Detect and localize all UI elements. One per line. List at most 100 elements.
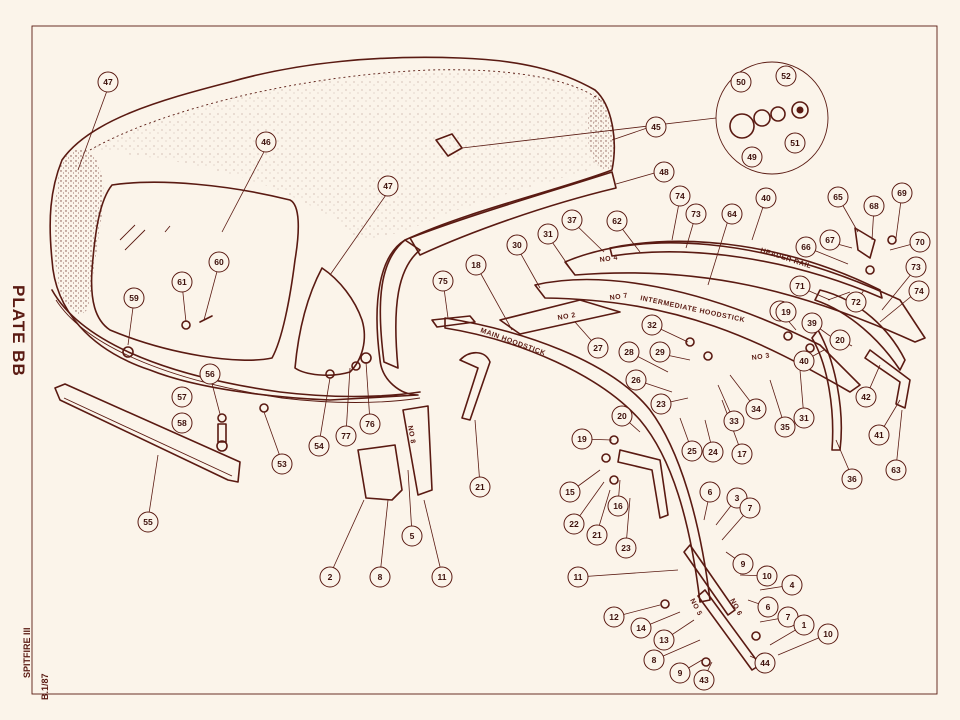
svg-text:5: 5 (410, 531, 415, 541)
svg-text:67: 67 (825, 235, 835, 245)
svg-text:4: 4 (790, 580, 795, 590)
callout: 19 (571, 428, 593, 450)
model-reference: SPITFIRE III (22, 627, 32, 678)
svg-text:7: 7 (786, 612, 791, 622)
callout: 35 (774, 416, 796, 438)
callout: 57 (171, 386, 193, 408)
callout: 20 (611, 405, 633, 427)
svg-text:46: 46 (261, 137, 271, 147)
svg-text:76: 76 (365, 419, 375, 429)
callout: 11 (431, 566, 453, 588)
callout: 75 (432, 270, 454, 292)
svg-text:65: 65 (833, 192, 843, 202)
callout: 41 (868, 424, 890, 446)
callout: 24 (702, 441, 724, 463)
callout: 74 (908, 280, 930, 302)
callout: 18 (465, 254, 487, 276)
callout: 73 (685, 203, 707, 225)
svg-text:47: 47 (103, 77, 113, 87)
callout: 2 (319, 566, 341, 588)
svg-text:69: 69 (897, 188, 907, 198)
callout: 15 (559, 481, 581, 503)
callout: 22 (563, 513, 585, 535)
callout: 29 (649, 341, 671, 363)
callout: 23 (615, 537, 637, 559)
callout: 6 (757, 596, 779, 618)
svg-text:59: 59 (129, 293, 139, 303)
svg-text:30: 30 (512, 240, 522, 250)
svg-text:20: 20 (835, 335, 845, 345)
svg-text:9: 9 (741, 559, 746, 569)
svg-text:66: 66 (801, 242, 811, 252)
callout: 8 (643, 649, 665, 671)
callout: 10 (756, 565, 778, 587)
callout: 47 (97, 71, 119, 93)
svg-text:54: 54 (314, 441, 324, 451)
callout: 8 (369, 566, 391, 588)
svg-text:21: 21 (475, 482, 485, 492)
svg-text:24: 24 (708, 447, 718, 457)
callout: 46 (255, 131, 277, 153)
callout: 10 (817, 623, 839, 645)
callout: 43 (693, 669, 715, 691)
svg-text:10: 10 (762, 571, 772, 581)
callout: 54 (308, 435, 330, 457)
callout: 73 (905, 256, 927, 278)
callout: 44 (754, 652, 776, 674)
svg-text:11: 11 (574, 572, 583, 582)
callout: 50 (730, 71, 752, 93)
callout: 42 (855, 386, 877, 408)
stamp-no2: NO 2 (557, 312, 576, 322)
stamp-no7: NO 7 (609, 292, 628, 301)
svg-text:41: 41 (874, 430, 884, 440)
svg-text:25: 25 (687, 446, 697, 456)
svg-text:74: 74 (914, 286, 924, 296)
svg-text:60: 60 (214, 257, 224, 267)
callout: 53 (271, 453, 293, 475)
svg-text:55: 55 (143, 517, 153, 527)
svg-text:12: 12 (609, 612, 619, 622)
callout: 52 (775, 65, 797, 87)
svg-text:28: 28 (624, 347, 634, 357)
svg-text:21: 21 (592, 530, 602, 540)
callout: 21 (469, 476, 491, 498)
callout: 36 (841, 468, 863, 490)
callout: 58 (171, 412, 193, 434)
callout: 33 (723, 410, 745, 432)
hood-frame (357, 227, 926, 671)
capping-strip (54, 383, 241, 483)
svg-text:19: 19 (577, 434, 587, 444)
callout: 9 (669, 662, 691, 684)
fastener-detail-inset (461, 61, 829, 175)
svg-text:39: 39 (807, 318, 817, 328)
svg-text:36: 36 (847, 474, 857, 484)
svg-text:73: 73 (911, 262, 921, 272)
svg-text:15: 15 (565, 487, 575, 497)
callout: 19 (775, 301, 797, 323)
svg-text:17: 17 (737, 449, 747, 459)
svg-text:34: 34 (751, 404, 761, 414)
callout: 17 (731, 443, 753, 465)
svg-text:51: 51 (790, 138, 800, 148)
svg-text:22: 22 (569, 519, 579, 529)
callout: 32 (641, 314, 663, 336)
svg-text:62: 62 (612, 216, 622, 226)
callout: 7 (739, 497, 761, 519)
callout: 6 (699, 481, 721, 503)
callout: 37 (561, 209, 583, 231)
svg-text:8: 8 (378, 572, 383, 582)
callout: 71 (789, 275, 811, 297)
callout: 45 (645, 116, 667, 138)
svg-text:31: 31 (543, 229, 553, 239)
svg-text:9: 9 (678, 668, 683, 678)
svg-text:75: 75 (438, 276, 448, 286)
plate-title: PLATE BB (9, 285, 28, 377)
svg-text:3: 3 (735, 493, 740, 503)
callout: 77 (335, 425, 357, 447)
callout: 13 (653, 629, 675, 651)
callout: 1 (793, 614, 815, 636)
callout: 14 (630, 617, 652, 639)
svg-text:6: 6 (766, 602, 771, 612)
callout: 31 (537, 223, 559, 245)
callout: 25 (681, 440, 703, 462)
